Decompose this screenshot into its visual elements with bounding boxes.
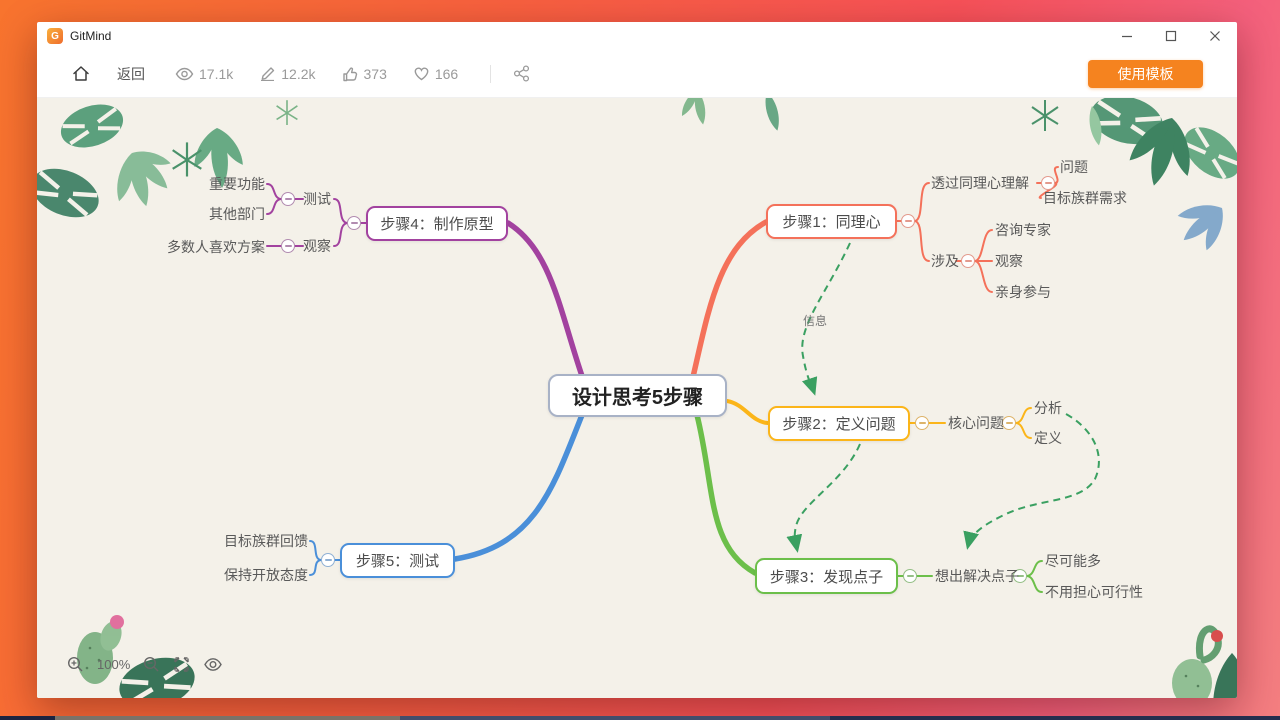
- toolbar-divider: [490, 64, 492, 83]
- collapse-button-step4[interactable]: [347, 216, 361, 230]
- toolbar: 返回 17.1k 12.2k 373 166 使用模板: [37, 50, 1237, 98]
- branch-node-step2[interactable]: 步骤2：定义问题: [768, 406, 910, 441]
- mindmap-node[interactable]: 尽可能多: [1045, 553, 1101, 569]
- mindmap-node[interactable]: 目标族群回馈: [224, 533, 308, 549]
- collapse-button-step1[interactable]: [901, 214, 915, 228]
- relation-label[interactable]: 信息: [803, 314, 828, 328]
- eye-icon: [175, 67, 194, 80]
- mindmap-canvas[interactable]: 设计思考5步骤 步骤1：同理心 步骤2：定义问题 步骤3：发现点子 步骤4：制作…: [37, 98, 1237, 698]
- minimize-button[interactable]: [1105, 22, 1149, 50]
- collapse-button-s3c1[interactable]: [1013, 569, 1027, 583]
- mindmap-node[interactable]: 目标族群需求: [1043, 190, 1127, 206]
- collapse-button-step3[interactable]: [903, 569, 917, 583]
- mindmap-node[interactable]: 测试: [303, 191, 331, 207]
- mindmap-node[interactable]: 分析: [1034, 400, 1062, 416]
- likes-count: 373: [363, 65, 387, 82]
- home-button[interactable]: [71, 64, 91, 83]
- eye-icon: [204, 658, 223, 671]
- mindmap-node[interactable]: 观察: [995, 253, 1023, 269]
- favorites-count: 166: [434, 65, 459, 82]
- views-stat: 17.1k: [175, 66, 233, 82]
- back-button[interactable]: 返回: [117, 65, 145, 82]
- zoom-out-button[interactable]: [143, 656, 160, 673]
- mindmap-node[interactable]: 核心问题: [948, 415, 1004, 431]
- collapse-button-step2[interactable]: [915, 416, 929, 430]
- pencil-icon: [261, 67, 275, 81]
- mindmap-node[interactable]: 定义: [1034, 430, 1062, 446]
- thumbs-up-icon: [342, 66, 357, 81]
- edits-count: 12.2k: [281, 65, 316, 82]
- mindmap-node[interactable]: 多数人喜欢方案: [167, 239, 265, 255]
- maximize-button[interactable]: [1149, 22, 1193, 50]
- branch-node-step5[interactable]: 步骤5：测试: [340, 543, 455, 578]
- gitmind-logo-icon: G: [47, 28, 63, 44]
- share-button[interactable]: [513, 65, 536, 82]
- titlebar: G GitMind: [37, 22, 1237, 50]
- zoom-controls: 100%: [67, 656, 236, 673]
- mindmap-node[interactable]: 问题: [1060, 159, 1088, 175]
- favorites-stat[interactable]: 166: [413, 66, 458, 82]
- views-count: 17.1k: [199, 65, 234, 82]
- home-icon: [73, 66, 89, 81]
- fit-screen-button[interactable]: [173, 656, 190, 673]
- zoom-out-icon: [144, 656, 159, 672]
- collapse-button-s1c2[interactable]: [961, 254, 975, 268]
- zoom-in-button[interactable]: [67, 656, 84, 673]
- collapse-button-s4c1[interactable]: [281, 192, 295, 206]
- zoom-level: 100%: [97, 657, 131, 672]
- focus-mode-button[interactable]: [203, 657, 223, 672]
- app-window: G GitMind 返回 17.1k 12.2k: [37, 22, 1237, 698]
- plant-decorations: [37, 98, 1237, 698]
- collapse-button-s1c1[interactable]: [1041, 176, 1055, 190]
- fit-screen-icon: [174, 657, 189, 672]
- collapse-button-s2c1[interactable]: [1002, 416, 1016, 430]
- app-title: GitMind: [70, 29, 112, 43]
- mindmap-node[interactable]: 重要功能: [209, 176, 265, 192]
- collapse-button-s4c2[interactable]: [281, 239, 295, 253]
- use-template-button[interactable]: 使用模板: [1088, 60, 1203, 88]
- mindmap-node[interactable]: 想出解决点子: [935, 568, 1019, 584]
- zoom-in-icon: [67, 656, 83, 672]
- mindmap-node[interactable]: 涉及: [931, 253, 959, 269]
- likes-stat[interactable]: 373: [342, 66, 387, 82]
- mindmap-node[interactable]: 观察: [303, 238, 331, 254]
- mindmap-node[interactable]: 亲身参与: [995, 284, 1051, 300]
- mindmap-node[interactable]: 其他部门: [209, 206, 265, 222]
- collapse-button-step5[interactable]: [321, 553, 335, 567]
- close-button[interactable]: [1193, 22, 1237, 50]
- edits-stat: 12.2k: [259, 65, 316, 82]
- taskbar-sliver: [0, 716, 1280, 720]
- share-icon: [514, 65, 530, 82]
- connectors-layer: [266, 166, 1100, 593]
- branch-node-step4[interactable]: 步骤4：制作原型: [366, 206, 508, 241]
- mindmap-root-node[interactable]: 设计思考5步骤: [548, 374, 727, 417]
- mindmap-node[interactable]: 不用担心可行性: [1045, 584, 1143, 600]
- branch-node-step1[interactable]: 步骤1：同理心: [766, 204, 897, 239]
- branch-node-step3[interactable]: 步骤3：发现点子: [755, 558, 898, 594]
- mindmap-node[interactable]: 咨询专家: [995, 222, 1051, 238]
- mindmap-node[interactable]: 透过同理心理解: [931, 175, 1029, 191]
- mindmap-node[interactable]: 保持开放态度: [224, 567, 308, 583]
- heart-icon: [414, 67, 429, 81]
